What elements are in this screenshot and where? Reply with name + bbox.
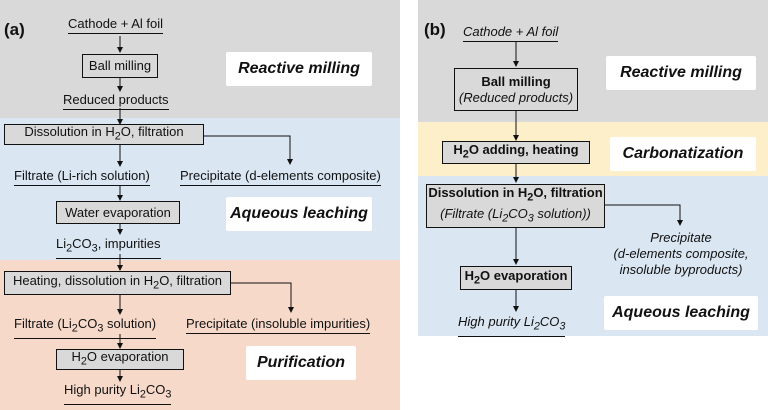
stage-reactive-milling-a: Reactive milling [226, 52, 372, 86]
start-node-a: Cathode + Al foil [68, 16, 164, 34]
start-text-b: Cathode + Al foil [463, 24, 559, 39]
h2o-evap-text-b: H2O evaporation [464, 267, 568, 287]
water-evaporation-box-a: Water evaporation [56, 201, 180, 224]
filtrate-li2co3-a: Filtrate (Li2CO3 solution) [14, 316, 157, 339]
precip2-text-a: Precipitate (insoluble impurities) [186, 316, 371, 331]
filtrate-li-rich-a: Filtrate (Li-rich solution) [14, 168, 150, 186]
final-text-b: High purity Li2CO3 [458, 314, 566, 333]
precip1-text-a: Precipitate (d-elements composite) [180, 168, 381, 183]
heating-dissolution-box-a: Heating, dissolution in H2O, filtration [4, 271, 231, 295]
panel-b-label: (b) [424, 20, 446, 39]
h2o-adding-text-b: H2O adding, heating [453, 142, 579, 161]
ball-milling-text-a: Ball milling [88, 58, 152, 73]
branch-b1 [605, 204, 683, 226]
stage-reactive-milling-b: Reactive milling [606, 56, 756, 90]
stage-purification-a: Purification [246, 346, 356, 380]
precipitate-b: Precipitate (d-elements composite, insol… [604, 230, 758, 278]
filtrate1-text-a: Filtrate (Li-rich solution) [14, 168, 150, 183]
start-text-a: Cathode + Al foil [68, 16, 164, 31]
start-node-b: Cathode + Al foil [463, 24, 559, 42]
li2co3-imp-text-a: Li2CO3, impurities [56, 236, 161, 255]
water-evap-text-a: Water evaporation [65, 204, 171, 220]
precip-b-line1: Precipitate [650, 230, 712, 245]
dissolution-text-a: Dissolution in H2O, filtration [24, 124, 184, 143]
reduced-text-a: Reduced products [63, 92, 169, 107]
dissolution-box-a: Dissolution in H2O, filtration [4, 124, 204, 145]
branch-a2 [231, 282, 294, 313]
precipitate-insoluble-a: Precipitate (insoluble impurities) [186, 316, 371, 334]
dissolution-text-b: Dissolution in H2O, filtration (Filtrate… [428, 185, 603, 225]
reduced-products-a: Reduced products [63, 92, 169, 110]
final-text-a: High purity Li2CO3 [64, 382, 172, 401]
h2o-evap-text-a: H2O evaporation [71, 349, 169, 368]
precipitate-d-elements-a: Precipitate (d-elements composite) [180, 168, 381, 186]
stage-carbonatization-b: Carbonatization [610, 137, 756, 171]
ball-milling-text-b: Ball milling (Reduced products) [458, 73, 574, 105]
precip-b-line2: (d-elements composite, [613, 246, 749, 261]
ball-milling-box-a: Ball milling [82, 54, 158, 78]
stage-aqueous-leaching-b: Aqueous leaching [604, 296, 758, 330]
heating-text-a: Heating, dissolution in H2O, filtration [12, 272, 223, 292]
high-purity-a: High purity Li2CO3 [64, 382, 172, 405]
high-purity-b: High purity Li2CO3 [458, 314, 566, 337]
dissolution-box-b: Dissolution in H2O, filtration (Filtrate… [426, 184, 605, 228]
panel-a-label: (a) [4, 20, 25, 39]
branch-a1 [204, 135, 293, 165]
h2o-evaporation-box-b: H2O evaporation [460, 266, 572, 290]
filtrate2-text-a: Filtrate (Li2CO3 solution) [14, 316, 157, 335]
ball-milling-box-b: Ball milling (Reduced products) [454, 68, 578, 111]
h2o-evaporation-box-a: H2O evaporation [56, 349, 184, 370]
stage-aqueous-leaching-a: Aqueous leaching [226, 197, 372, 231]
precip-b-line3: insoluble byproducts) [619, 262, 743, 277]
li2co3-impurities-a: Li2CO3, impurities [56, 236, 161, 259]
h2o-adding-box-b: H2O adding, heating [442, 141, 590, 164]
